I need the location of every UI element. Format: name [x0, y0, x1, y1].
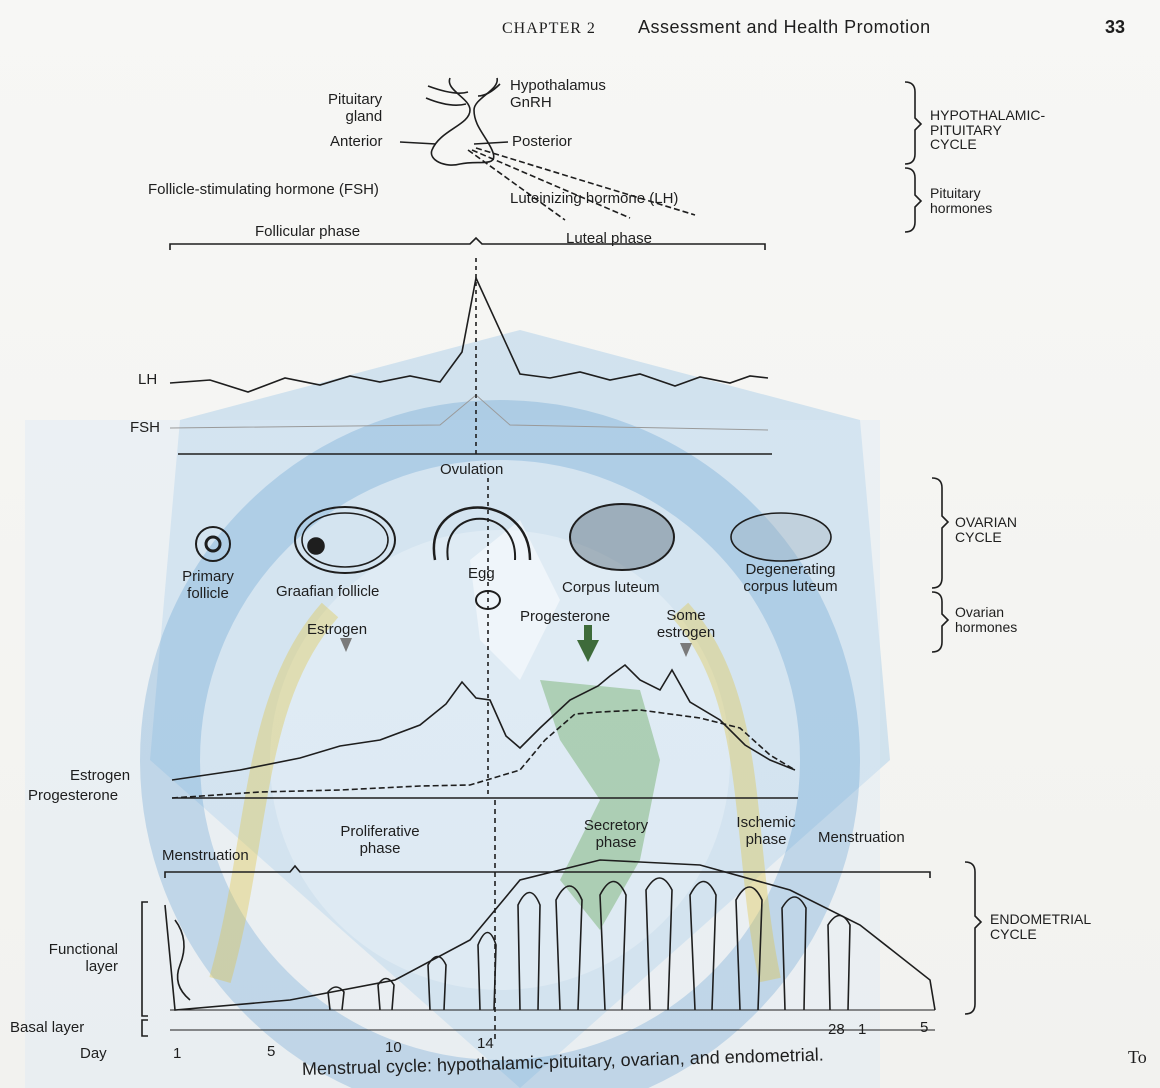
endometrium-surface: [165, 860, 935, 1010]
degenerating-corpus-luteum-label: Degenerating corpus luteum: [728, 562, 853, 595]
progesterone-axis-label: Progesterone: [28, 788, 118, 805]
progesterone-arrow-label: Progesterone: [520, 609, 610, 626]
estrogen-arrow-label: Estrogen: [307, 622, 367, 639]
day-tick: 1: [173, 1046, 181, 1063]
lh-hormone-label: Luteinizing hormone (LH): [510, 191, 678, 208]
menstruation-phase-label-2: Menstruation: [818, 830, 905, 847]
day-tick: 1: [858, 1022, 866, 1039]
fsh-hormone-label: Follicle-stimulating hormone (FSH): [148, 182, 379, 199]
secretory-phase-label: Secretory phase: [566, 818, 666, 851]
fsh-curve: [170, 395, 768, 430]
some-estrogen-label: Some estrogen: [646, 608, 726, 641]
corpus-luteum: [570, 504, 674, 570]
proliferative-phase-label: Proliferative phase: [330, 824, 430, 857]
functional-layer-label: Functional layer: [18, 942, 118, 975]
primary-follicle: [196, 527, 230, 561]
menstruation-phase-label-1: Menstruation: [162, 848, 249, 865]
anterior-label: Anterior: [330, 134, 383, 151]
estrogen-curve: [172, 665, 795, 780]
corpus-luteum-label: Corpus luteum: [562, 580, 660, 597]
day-tick: 28: [828, 1022, 845, 1039]
lh-curve: [170, 278, 768, 392]
hypothalamus-label: Hypothalamus: [510, 78, 606, 95]
estrogen-axis-label: Estrogen: [70, 768, 130, 785]
day-label: Day: [80, 1046, 107, 1063]
progesterone-curve: [172, 710, 795, 798]
day-tick: 5: [920, 1020, 928, 1037]
primary-follicle-label: Primary follicle: [173, 569, 243, 602]
margin-text-fragment: To: [1128, 1048, 1147, 1068]
ovarian-hormones-side-label: Ovarian hormones: [955, 605, 1017, 634]
basal-layer-label: Basal layer: [10, 1020, 84, 1037]
ischemic-phase-label: Ischemic phase: [720, 815, 812, 848]
day-tick: 5: [267, 1044, 275, 1061]
lh-axis-label: LH: [138, 372, 157, 389]
fsh-axis-label: FSH: [130, 420, 160, 437]
follicular-phase-label: Follicular phase: [255, 224, 360, 241]
egg-label: Egg: [468, 566, 495, 583]
luteal-phase-label: Luteal phase: [566, 231, 652, 248]
graafian-follicle-label: Graafian follicle: [276, 584, 379, 601]
pituitary-gland-label: Pituitary gland: [328, 92, 382, 125]
degenerating-corpus-luteum: [731, 513, 831, 561]
day-tick: 10: [385, 1040, 402, 1057]
endometrial-cycle-side-label: ENDOMETRIAL CYCLE: [990, 912, 1091, 941]
day-tick: 14: [477, 1036, 494, 1053]
gnrh-label: GnRH: [510, 95, 552, 112]
pituitary-hormones-side-label: Pituitary hormones: [930, 186, 992, 215]
posterior-label: Posterior: [512, 134, 572, 151]
ovulation-label: Ovulation: [440, 462, 503, 479]
ovarian-cycle-side-label: OVARIAN CYCLE: [955, 515, 1017, 544]
hp-cycle-side-label: HYPOTHALAMIC- PITUITARY CYCLE: [930, 108, 1045, 152]
